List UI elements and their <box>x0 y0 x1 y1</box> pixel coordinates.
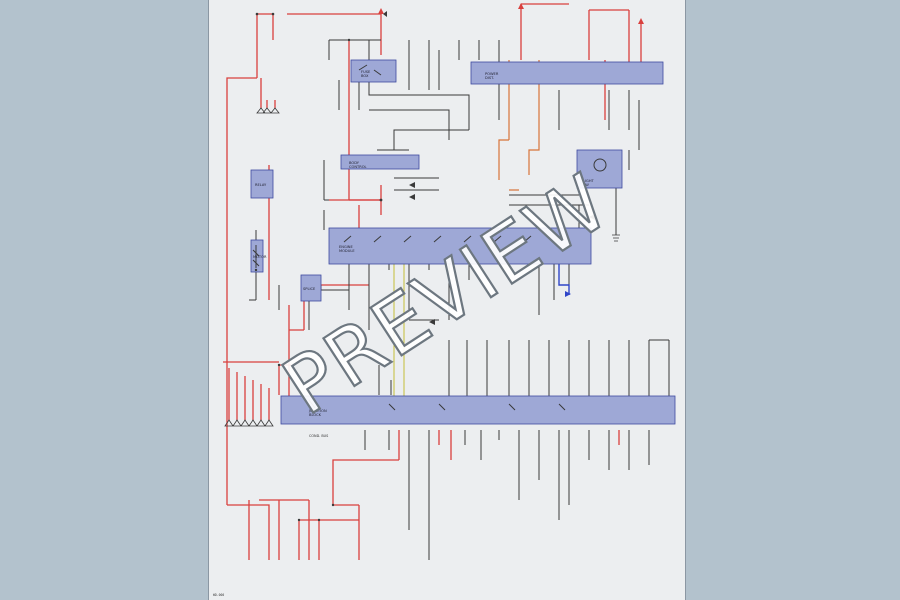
power-wires <box>223 3 642 560</box>
module-label-splice: SPLICE <box>303 287 316 291</box>
connector-labels: COND. BUS <box>309 434 328 438</box>
module-box <box>576 149 623 189</box>
module-label-motor: MOTOR <box>253 255 267 259</box>
module-box <box>300 274 322 302</box>
module-label-relay: RELAY <box>255 183 267 187</box>
module-boxes <box>250 59 676 425</box>
ground-symbols <box>224 107 620 427</box>
module-box <box>328 227 592 265</box>
module-box <box>280 395 676 425</box>
splice-dots <box>254 12 383 522</box>
module-box <box>250 239 264 273</box>
module-box <box>350 59 397 83</box>
arrow-terminators <box>378 3 644 325</box>
module-box <box>470 61 664 85</box>
connector-label-cond-bus: COND. BUS <box>309 434 328 438</box>
drawing-id: WD-000 <box>213 593 224 597</box>
module-box <box>250 169 274 199</box>
switch-contacts <box>252 64 607 411</box>
module-box <box>340 154 420 170</box>
